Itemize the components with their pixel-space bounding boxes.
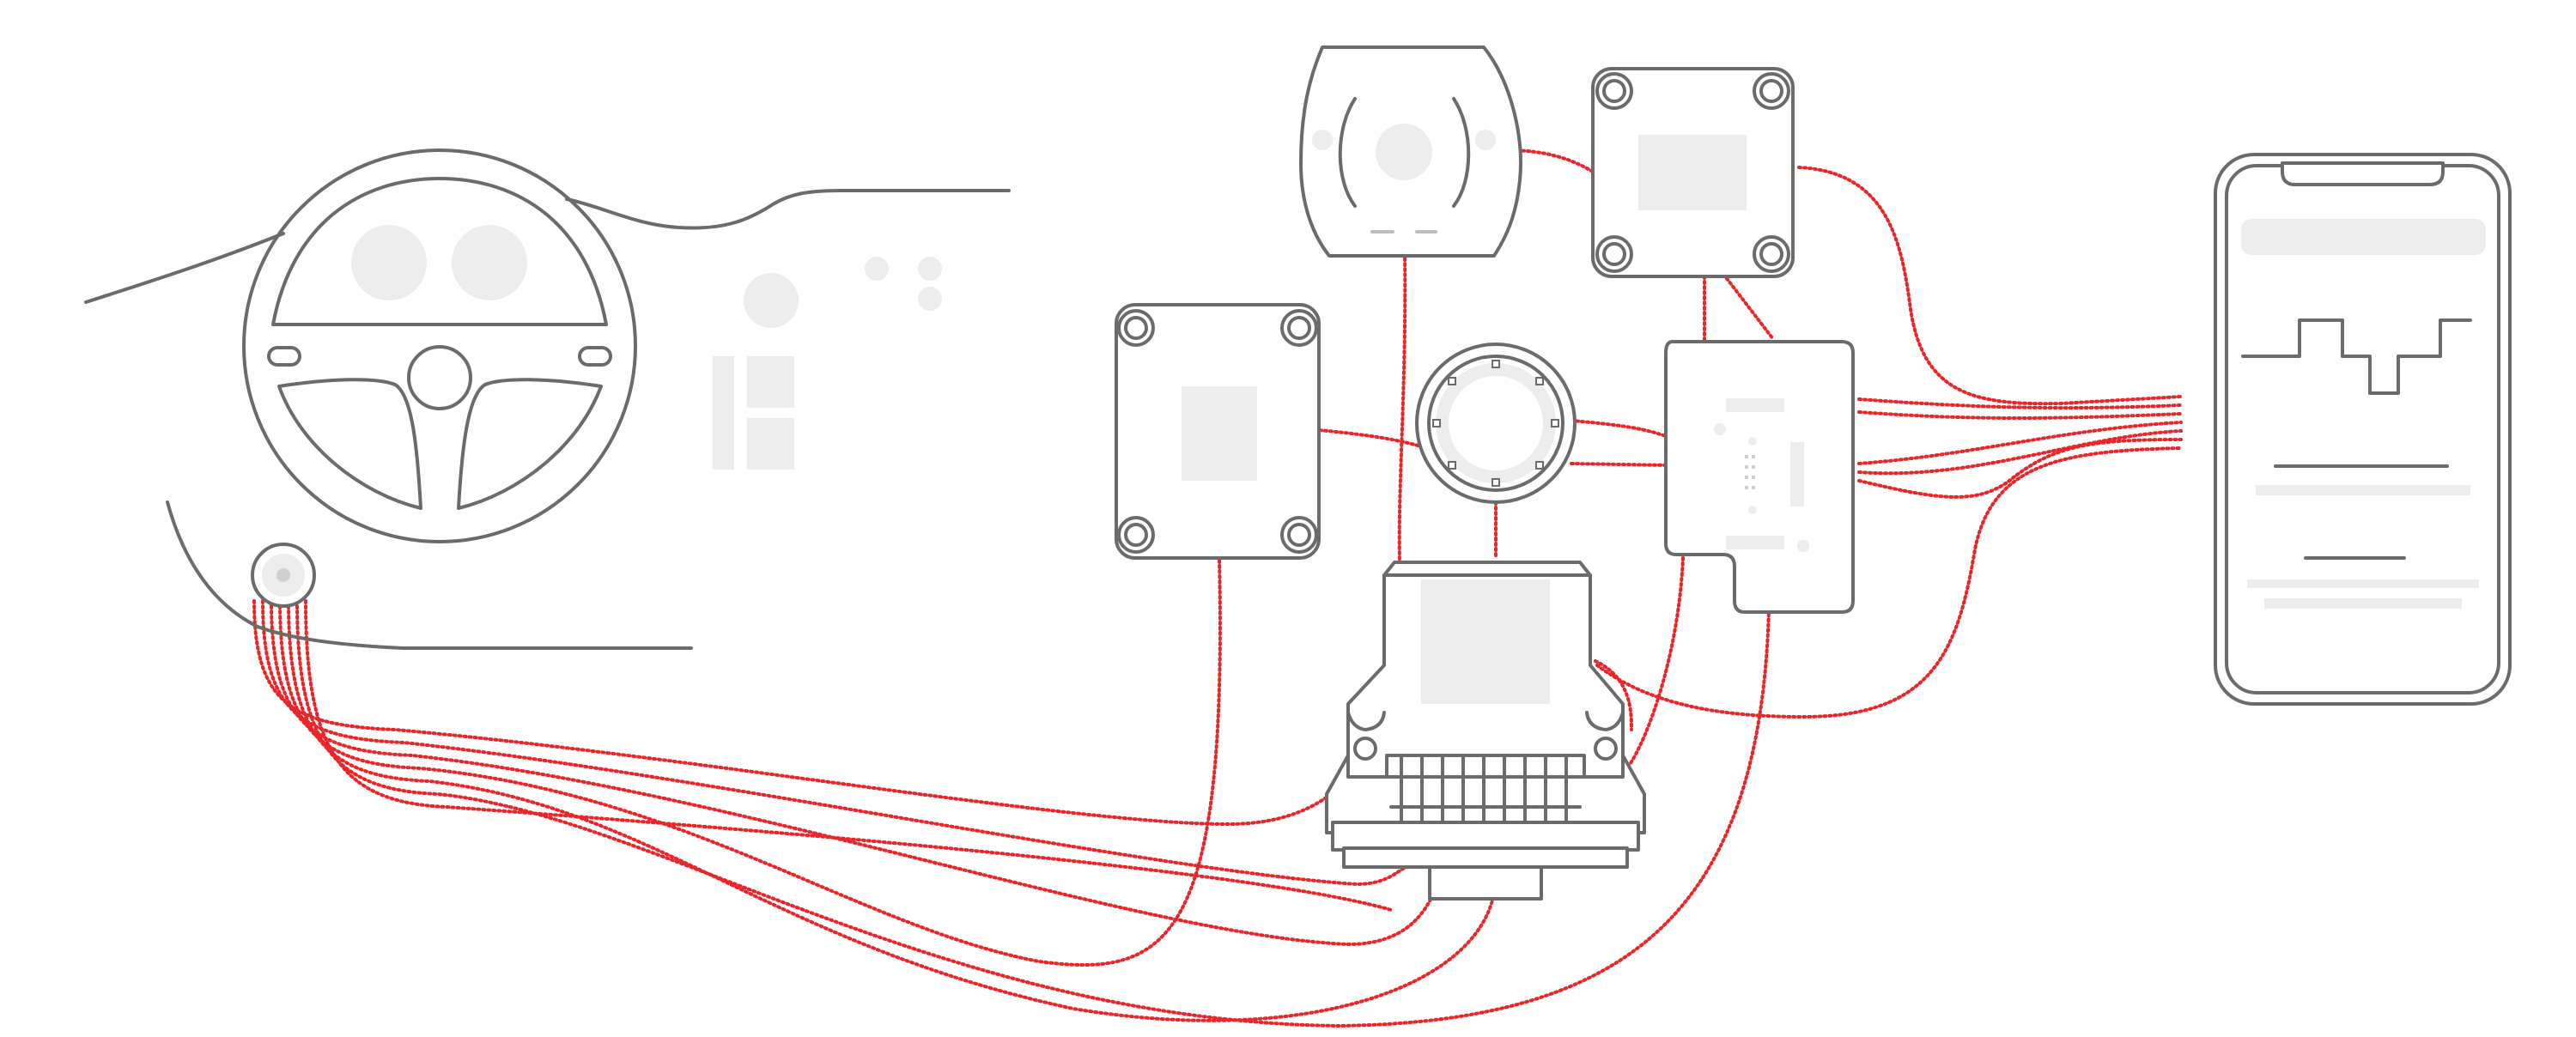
dash-vent-icon [747, 356, 794, 408]
dash-button-icon [918, 287, 942, 311]
wire-board-phone-5 [1857, 438, 2183, 499]
wire-board-ecu-1 [1625, 556, 1685, 770]
wire-top-sensor-ecu [1397, 252, 1407, 564]
car-dashboard-icon [84, 149, 1011, 650]
steering-wheel-icon [242, 149, 637, 543]
dash-knob-icon [744, 273, 799, 328]
dash-vent-icon [713, 356, 734, 470]
ecu-connector-icon [1325, 561, 1646, 901]
control-module-icon [1591, 67, 1795, 278]
dash-button-icon [918, 257, 942, 281]
wire-top-right-board-2 [1716, 264, 1775, 341]
wire-obd-ecu-4 [278, 556, 1222, 967]
ring-sensor-icon [1415, 343, 1577, 504]
wire-ring-board-2 [1570, 462, 1672, 467]
wire-board-phone-3 [1857, 421, 2183, 465]
control-module-icon [1115, 303, 1321, 560]
wire-ring-board-1 [1570, 419, 1672, 440]
wire-ecu-phone [1595, 446, 2183, 719]
circuit-board-icon [1664, 340, 1855, 614]
diagnostic-port-icon [251, 543, 316, 608]
wire-board-phone-4 [1857, 429, 2183, 476]
wire-left-module-ring [1308, 428, 1423, 448]
sensor-housing-icon [1299, 45, 1522, 258]
wire-obd-ecu-5 [287, 599, 1496, 1022]
wiring-harness [252, 149, 2183, 1028]
smartphone-icon [2214, 153, 2512, 706]
wire-board-phone-1 [1857, 397, 2183, 410]
wire-ecu-board-2 [1594, 659, 1633, 731]
dash-vent-icon [747, 418, 794, 470]
wire-top-right-phone [1797, 166, 2183, 406]
wire-obd-ecu-7 [304, 599, 1393, 912]
wire-board-phone-2 [1857, 410, 2183, 420]
wire-obd-ecu-2 [261, 599, 1410, 887]
dash-button-icon [865, 257, 889, 281]
wire-obd-ecu-6 [295, 599, 1771, 1028]
